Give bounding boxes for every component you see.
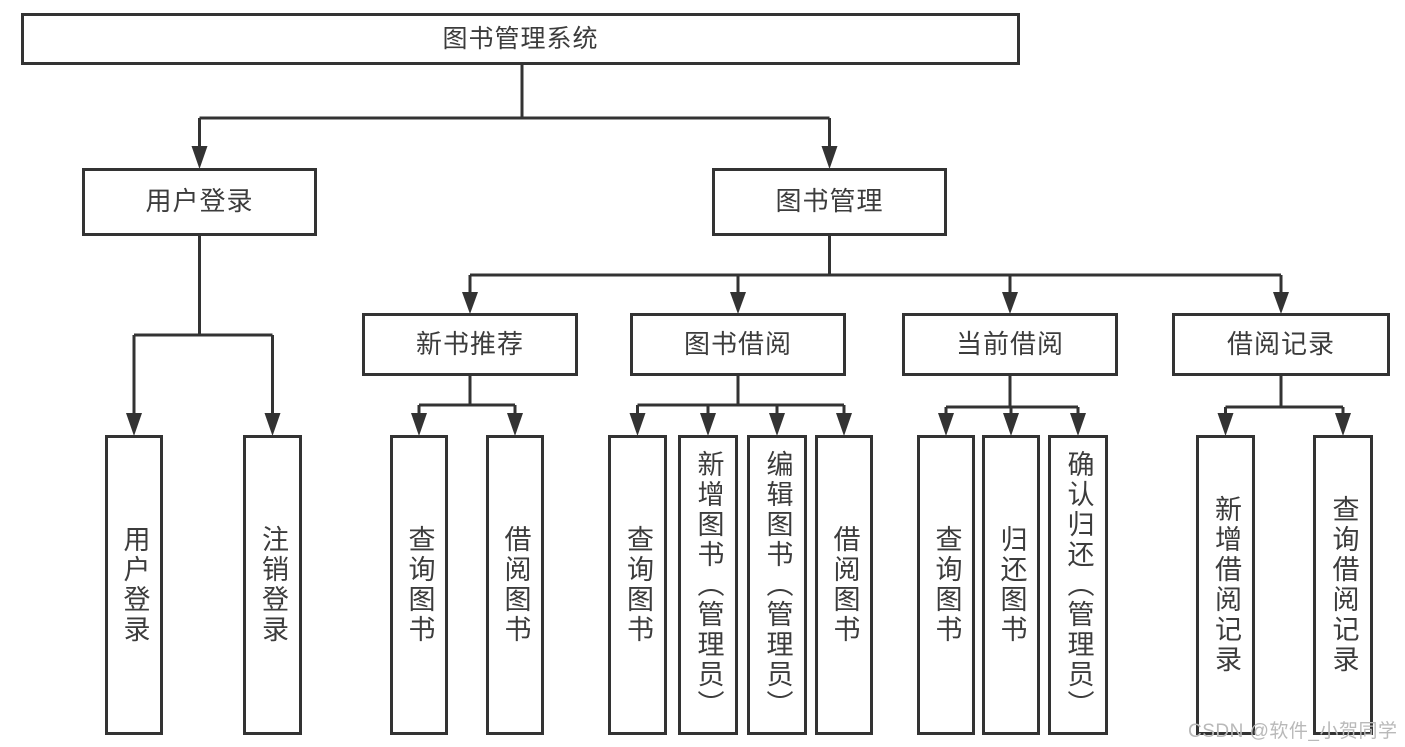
csdn-watermark: CSDN @软件_小贺同学 — [1188, 721, 1398, 742]
node-book-management: 图书管理 — [712, 168, 947, 236]
leaf-add-borrow-record: 新增借阅记录 — [1196, 435, 1255, 735]
arrowhead-icon — [836, 413, 852, 436]
node-root-library-system: 图书管理系统 — [21, 13, 1020, 65]
arrowhead-icon — [1335, 413, 1351, 436]
connector-user-login-to-leaves — [132, 236, 274, 415]
leaf-user-login: 用户登录 — [105, 435, 163, 735]
connector-book-management-to-level3 — [468, 236, 1283, 293]
arrowhead-icon — [1217, 413, 1234, 436]
leaf-add-books-admin: 新增图书（管理员） — [678, 435, 738, 735]
arrowhead-icon — [700, 413, 716, 436]
node-new-book-recommend: 新书推荐 — [362, 313, 578, 376]
arrowhead-icon — [938, 413, 954, 436]
arrowhead-icon — [629, 413, 646, 436]
leaf-logout: 注销登录 — [243, 435, 302, 735]
connector-root-to-level2 — [198, 65, 831, 148]
arrowhead-icon — [462, 292, 478, 314]
arrowhead-icon — [769, 413, 785, 436]
arrowhead-icon — [1003, 413, 1019, 436]
connector-borrow-records-to-leaves — [1224, 376, 1345, 415]
arrowhead-icon — [730, 292, 746, 314]
node-current-borrow: 当前借阅 — [902, 313, 1118, 376]
leaf-query-borrow-record: 查询借阅记录 — [1313, 435, 1373, 735]
node-borrow-records: 借阅记录 — [1172, 313, 1390, 376]
arrowhead-icon — [411, 413, 427, 436]
arrowhead-icon — [1273, 292, 1289, 314]
arrowhead-icon — [1002, 292, 1018, 314]
leaf-borrow-books-recommend: 借阅图书 — [486, 435, 544, 735]
arrowhead-icon — [126, 413, 142, 436]
arrowhead-icon — [1070, 413, 1086, 436]
connector-current-borrow-to-leaves — [944, 376, 1080, 415]
connector-book-borrow-to-leaves — [636, 376, 846, 415]
connector-new-book-to-leaves — [417, 376, 517, 415]
leaf-borrow-books: 借阅图书 — [815, 435, 873, 735]
arrowhead-icon — [507, 413, 523, 436]
node-user-login: 用户登录 — [82, 168, 317, 236]
node-book-borrow: 图书借阅 — [630, 313, 846, 376]
arrowhead-icon — [191, 146, 208, 169]
leaf-query-books-current: 查询图书 — [917, 435, 975, 735]
arrowhead-icon — [264, 413, 281, 436]
leaf-return-books: 归还图书 — [982, 435, 1040, 735]
leaf-confirm-return-admin: 确认归还（管理员） — [1048, 435, 1108, 735]
leaf-query-books-borrow: 查询图书 — [608, 435, 667, 735]
leaf-query-books-recommend: 查询图书 — [390, 435, 448, 735]
leaf-edit-books-admin: 编辑图书（管理员） — [747, 435, 807, 735]
arrowhead-icon — [821, 146, 838, 169]
arrowheads — [126, 146, 1351, 436]
